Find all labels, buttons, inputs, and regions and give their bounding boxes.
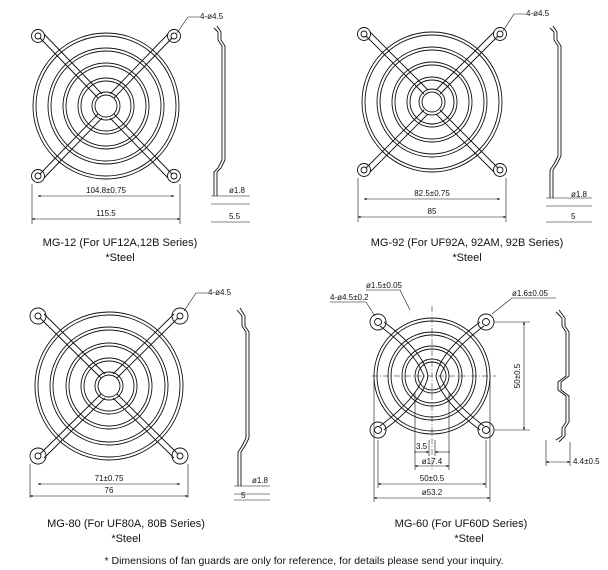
mg92-overall-width: 85: [428, 207, 437, 216]
mg12-material: *Steel: [105, 252, 134, 264]
mg92-wire-dia: ø1.8: [571, 190, 588, 199]
mg92-mount-holes: [357, 27, 507, 177]
mg92-rings: [361, 31, 503, 173]
mg92-hole-callout: 4-ø4.5: [526, 9, 550, 18]
mg12-depth: 5.5: [229, 212, 241, 221]
mg80-wire-dia: ø1.8: [252, 476, 269, 485]
mg12-cross-wires: [39, 33, 173, 179]
mg60-material: *Steel: [454, 533, 483, 545]
mg80-side-view: ø1.8 5: [234, 307, 270, 501]
mg80-front-view: 4-ø4.5 71±0.75 76: [29, 288, 232, 498]
mg12-mount-holes: [31, 29, 181, 183]
mg60-center-gap: 3.5: [416, 442, 428, 451]
mg80-mount-holes: [29, 307, 189, 465]
mg60-rings: [373, 317, 491, 435]
mg92-hole-pitch: 82.5±0.75: [414, 189, 450, 198]
mg12-rings: [32, 32, 180, 180]
mg60-center-dia: ø17.4: [422, 457, 443, 466]
mg92-front-view: 4-ø4.5 82.5±0.75 85: [357, 9, 550, 222]
mg12-hole-callout: 4-ø4.5: [200, 12, 224, 21]
footnote: * Dimensions of fan guards are only for …: [104, 555, 503, 567]
mg60-overall-dia: ø53.2: [422, 488, 443, 497]
mg80-overall-width: 76: [105, 486, 114, 495]
mg12-overall-width: 115.5: [96, 209, 116, 218]
mg80-cross-wires: [39, 313, 179, 459]
mg80-hole-callout: 4-ø4.5: [208, 288, 232, 297]
mg80-depth: 5: [241, 491, 246, 500]
mg80-model-label: MG-80 (For UF80A, 80B Series): [47, 518, 205, 530]
mg60-mount-holes: [369, 313, 495, 439]
mg60-inner-wire: ø1.6±0.05: [512, 289, 549, 298]
mg60-front-view: 4-ø4.5±0.2 ø1.5±0.05 ø1.6±0.05 50±0.5 3.…: [330, 281, 556, 502]
mg12-wire-dia: ø1.8: [229, 186, 246, 195]
mg60-hole-callout: 4-ø4.5±0.2: [330, 293, 369, 302]
mg92-side-view: ø1.8 5: [546, 25, 592, 223]
mg92-cross-wires: [365, 31, 499, 173]
mg60-hole-pitch: 50±0.5: [420, 474, 445, 483]
mg80-material: *Steel: [111, 533, 140, 545]
mg80-hole-pitch: 71±0.75: [95, 474, 124, 483]
mg92-material: *Steel: [452, 252, 481, 264]
mg12-model-label: MG-12 (For UF12A,12B Series): [43, 237, 198, 249]
mg92-model-label: MG-92 (For UF92A, 92AM, 92B Series): [371, 237, 564, 249]
mg60-side-view: 4.4±0.5: [545, 309, 600, 466]
mg12-side-view: ø1.8 5.5: [211, 25, 250, 223]
mg60-cross-wires: [379, 321, 485, 431]
mg60-outer-wire: ø1.5±0.05: [366, 281, 403, 290]
mg60-model-label: MG-60 (For UF60D Series): [395, 518, 528, 530]
mg92-depth: 5: [571, 212, 576, 221]
mg60-height-pitch: 50±0.5: [513, 363, 522, 388]
mg12-front-view: 4-ø4.5 104.8±0.75 115.5: [31, 12, 224, 224]
mg12-hole-pitch: 104.8±0.75: [86, 186, 127, 195]
mg80-rings: [34, 311, 184, 461]
mg60-depth: 4.4±0.5: [573, 457, 600, 466]
